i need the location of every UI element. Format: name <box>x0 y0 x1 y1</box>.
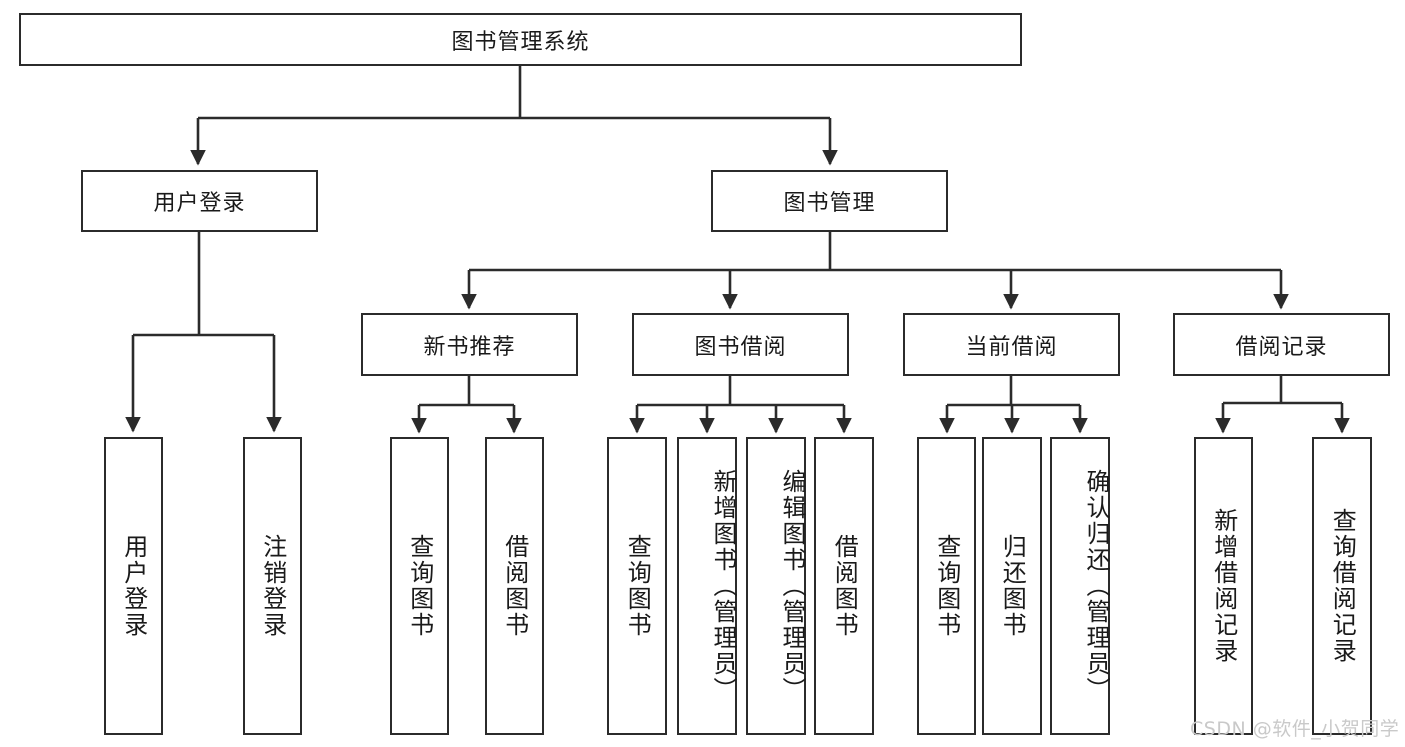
leaf-logout-label: 注销登录 <box>258 534 287 638</box>
leaf-borrow-book-1[interactable]: 借阅图书 <box>485 437 544 735</box>
node-root[interactable]: 图书管理系统 <box>19 13 1022 66</box>
leaf-add-book[interactable]: 新增图书（管理员） <box>677 437 737 735</box>
leaf-borrow-book-2-label: 借阅图书 <box>830 534 859 638</box>
leaf-add-record[interactable]: 新增借阅记录 <box>1194 437 1253 735</box>
leaf-query-book-1[interactable]: 查询图书 <box>390 437 449 735</box>
leaf-confirm-return[interactable]: 确认归还（管理员） <box>1050 437 1110 735</box>
node-book-borrow-label: 图书借阅 <box>694 334 787 360</box>
node-book-borrow[interactable]: 图书借阅 <box>632 313 849 376</box>
leaf-return-book-label: 归还图书 <box>998 534 1027 638</box>
leaf-edit-book-label: 编辑图书（管理员） <box>778 469 806 703</box>
leaf-query-record-label: 查询借阅记录 <box>1328 508 1357 664</box>
node-new-book-recommend[interactable]: 新书推荐 <box>361 313 578 376</box>
leaf-query-book-1-label: 查询图书 <box>405 534 434 638</box>
leaf-return-book[interactable]: 归还图书 <box>982 437 1042 735</box>
leaf-borrow-book-2[interactable]: 借阅图书 <box>814 437 874 735</box>
leaf-user-login-label: 用户登录 <box>119 534 148 638</box>
leaf-user-login[interactable]: 用户登录 <box>104 437 163 735</box>
node-user-login[interactable]: 用户登录 <box>81 170 318 232</box>
leaf-query-book-2-label: 查询图书 <box>623 534 652 638</box>
node-new-book-recommend-label: 新书推荐 <box>423 334 516 360</box>
node-borrow-record[interactable]: 借阅记录 <box>1173 313 1390 376</box>
leaf-query-book-3[interactable]: 查询图书 <box>917 437 976 735</box>
leaf-borrow-book-1-label: 借阅图书 <box>500 534 529 638</box>
leaf-confirm-return-label: 确认归还（管理员） <box>1082 469 1110 703</box>
leaf-logout[interactable]: 注销登录 <box>243 437 302 735</box>
leaf-query-book-3-label: 查询图书 <box>932 534 961 638</box>
leaf-add-book-label: 新增图书（管理员） <box>709 469 737 703</box>
node-current-borrow[interactable]: 当前借阅 <box>903 313 1120 376</box>
node-book-manage-label: 图书管理 <box>783 191 876 216</box>
watermark-text: CSDN @软件_小贺同学 <box>1190 718 1400 740</box>
node-root-label: 图书管理系统 <box>451 29 590 55</box>
leaf-edit-book[interactable]: 编辑图书（管理员） <box>746 437 806 735</box>
node-user-login-label: 用户登录 <box>153 191 246 216</box>
leaf-query-book-2[interactable]: 查询图书 <box>607 437 667 735</box>
node-book-manage[interactable]: 图书管理 <box>711 170 948 232</box>
leaf-add-record-label: 新增借阅记录 <box>1209 508 1238 664</box>
node-current-borrow-label: 当前借阅 <box>965 334 1058 360</box>
node-borrow-record-label: 借阅记录 <box>1235 334 1328 360</box>
leaf-query-record[interactable]: 查询借阅记录 <box>1312 437 1372 735</box>
